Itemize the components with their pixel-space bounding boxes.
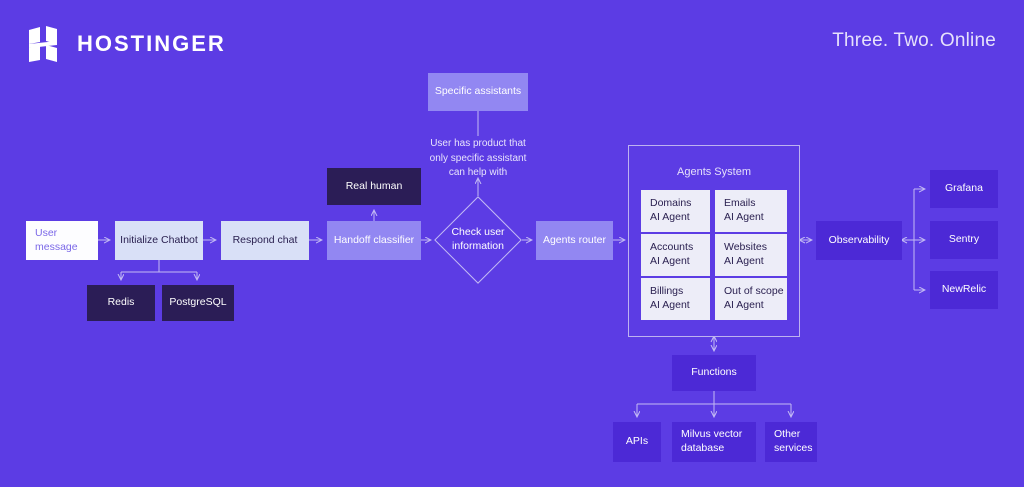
agents-system-frame: Agents System [628, 145, 800, 337]
node-observability[interactable]: Observability [816, 221, 902, 260]
node-milvus-vector-database[interactable]: Milvus vector database [672, 422, 756, 462]
node-sentry[interactable]: Sentry [930, 221, 998, 259]
node-grafana[interactable]: Grafana [930, 170, 998, 208]
node-out-of-scope-ai-agent[interactable]: Out of scope AI Agent [715, 278, 787, 320]
node-postgresql[interactable]: PostgreSQL [162, 285, 234, 321]
annotation-specific-assistant-condition: User has product that only specific assi… [429, 138, 527, 178]
node-real-human[interactable]: Real human [327, 168, 421, 205]
node-initialize-chatbot[interactable]: Initialize Chatbot [115, 221, 203, 260]
decision-label: Check user information [451, 226, 505, 252]
node-apis[interactable]: APIs [613, 422, 661, 462]
brand-logo: HOSTINGER [26, 24, 226, 64]
node-check-user-information[interactable]: Check user information [434, 196, 522, 284]
node-websites-ai-agent[interactable]: Websites AI Agent [715, 234, 787, 276]
node-agents-router[interactable]: Agents router [536, 221, 613, 260]
node-billings-ai-agent[interactable]: Billings AI Agent [641, 278, 710, 320]
node-newrelic[interactable]: NewRelic [930, 271, 998, 309]
node-user-message[interactable]: User message [26, 221, 98, 260]
node-other-services[interactable]: Other services [765, 422, 817, 462]
brand-tagline: Three. Two. Online [832, 30, 996, 51]
brand-name: HOSTINGER [77, 31, 226, 56]
node-specific-assistants[interactable]: Specific assistants [428, 73, 528, 111]
node-emails-ai-agent[interactable]: Emails AI Agent [715, 190, 787, 232]
node-handoff-classifier[interactable]: Handoff classifier [327, 221, 421, 260]
hostinger-h-logo-icon [29, 26, 57, 62]
node-accounts-ai-agent[interactable]: Accounts AI Agent [641, 234, 710, 276]
node-respond-chat[interactable]: Respond chat [221, 221, 309, 260]
node-redis[interactable]: Redis [87, 285, 155, 321]
node-domains-ai-agent[interactable]: Domains AI Agent [641, 190, 710, 232]
node-functions[interactable]: Functions [672, 355, 756, 391]
agents-system-title: Agents System [677, 166, 751, 178]
